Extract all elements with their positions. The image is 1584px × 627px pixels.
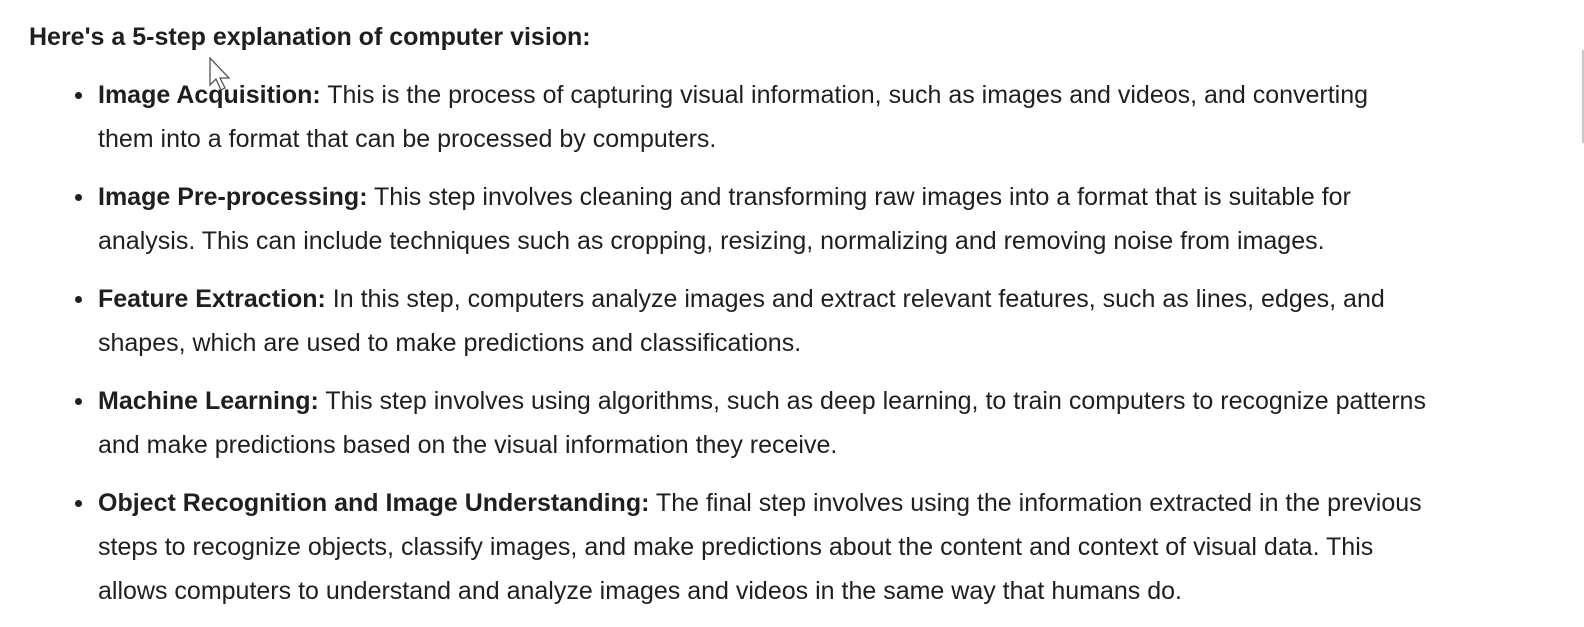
bullet-icon [75, 92, 82, 99]
item-label: Object Recognition and Image Understandi… [98, 489, 650, 517]
bullet-icon [75, 194, 82, 201]
item-line: Image Pre-processing: This step involves… [98, 175, 1426, 219]
list-item: Feature Extraction: In this step, comput… [0, 277, 1426, 365]
item-text: analysis. This can include techniques su… [98, 227, 1325, 255]
item-text: This is the process of capturing visual … [320, 81, 1369, 109]
item-line: Feature Extraction: In this step, comput… [98, 277, 1426, 321]
list-item: Machine Learning: This step involves usi… [0, 379, 1426, 467]
list-item: Object Recognition and Image Understandi… [0, 481, 1426, 613]
list-item: Image Acquisition: This is the process o… [0, 73, 1426, 161]
list-item: Image Pre-processing: This step involves… [0, 175, 1426, 263]
item-text: This step involves using algorithms, suc… [318, 387, 1426, 415]
item-text: them into a format that can be processed… [98, 125, 717, 153]
item-text: steps to recognize objects, classify ima… [98, 533, 1374, 561]
item-text: and make predictions based on the visual… [98, 431, 838, 459]
item-label: Machine Learning: [98, 387, 319, 415]
item-line: Machine Learning: This step involves usi… [98, 379, 1426, 423]
item-line: Image Acquisition: This is the process o… [98, 73, 1426, 117]
item-text: The final step involves using the inform… [649, 489, 1422, 517]
item-text: allows computers to understand and analy… [98, 577, 1182, 605]
bullet-icon [75, 500, 82, 507]
item-text: In this step, computers analyze images a… [325, 285, 1385, 313]
mouse-cursor-icon [209, 57, 231, 91]
item-label: Image Pre-processing: [98, 183, 368, 211]
bullet-icon [75, 398, 82, 405]
steps-list: Image Acquisition: This is the process o… [0, 73, 1426, 627]
item-line: Object Recognition and Image Understandi… [98, 481, 1426, 525]
bullet-icon [75, 296, 82, 303]
item-text: shapes, which are used to make predictio… [98, 329, 802, 357]
scrollbar[interactable] [1582, 50, 1584, 143]
item-label: Feature Extraction: [98, 285, 326, 313]
item-text: This step involves cleaning and transfor… [367, 183, 1351, 211]
response-heading: Here's a 5-step explanation of computer … [29, 23, 591, 51]
